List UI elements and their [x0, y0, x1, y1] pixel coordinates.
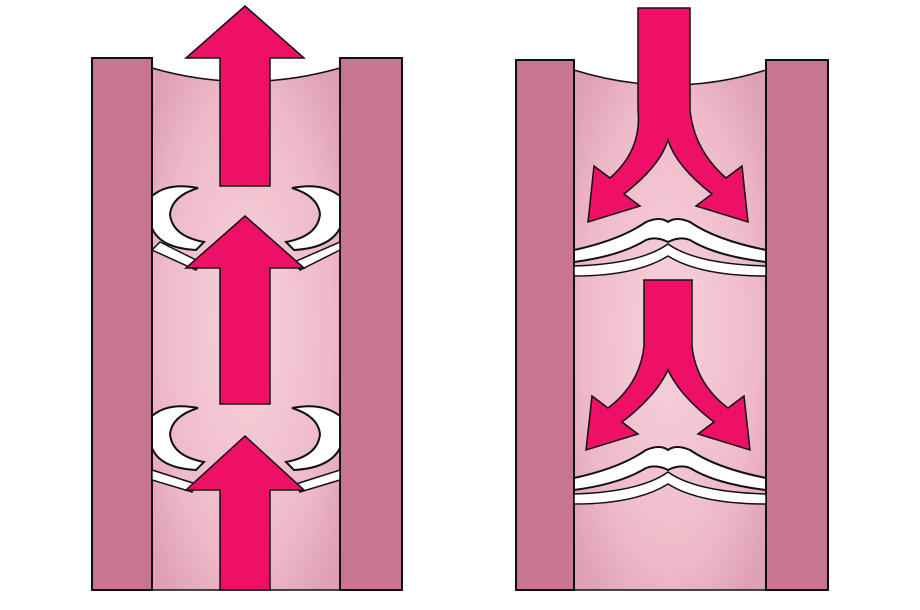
flow-arrow-up-top: [184, 5, 306, 187]
vein-wall-right-outer: [515, 59, 575, 591]
valve-closed-upper: [573, 218, 767, 277]
backflow-arrow-bottom: [585, 279, 751, 452]
vein-wall-left-inner: [339, 57, 403, 591]
panel-open-valves: [91, 5, 403, 591]
vein-wall-left-outer: [91, 57, 153, 591]
panel-closed-valves: [515, 7, 829, 591]
valve-open-lower: [151, 405, 341, 493]
valve-closed-lower: [573, 446, 767, 505]
flow-arrow-up-middle: [184, 215, 306, 405]
vein-wall-right-inner: [765, 59, 829, 591]
backflow-arrow-top: [587, 7, 749, 224]
flow-arrow-up-bottom: [184, 434, 306, 591]
